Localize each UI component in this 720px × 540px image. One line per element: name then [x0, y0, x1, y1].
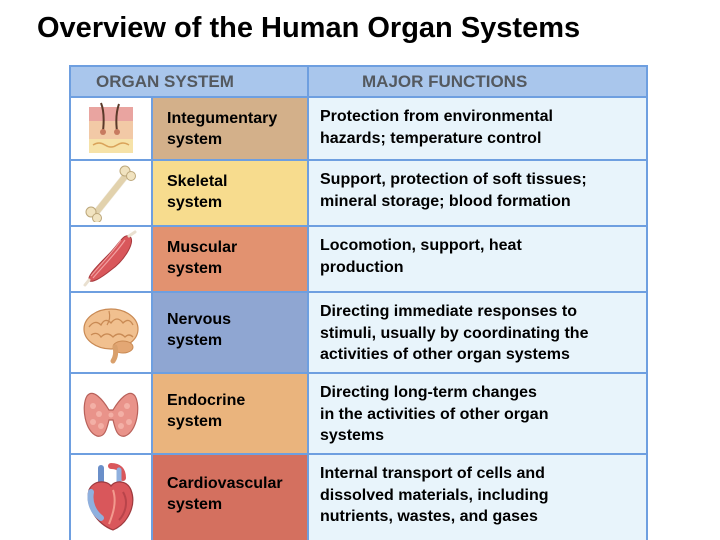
table-row: Nervous system Directing immediate respo… [69, 291, 648, 374]
system-name-cell: Muscular system [151, 225, 309, 293]
system-name: Integumentary system [167, 110, 278, 148]
table-header-row: ORGAN SYSTEM MAJOR FUNCTIONS [69, 65, 648, 98]
system-functions: Internal transport of cells and dissolve… [320, 465, 549, 525]
icon-cell [69, 225, 153, 293]
bone-icon [85, 165, 136, 222]
system-name-cell: Integumentary system [151, 96, 309, 161]
system-name-cell: Nervous system [151, 291, 309, 374]
system-functions: Directing long-term changes in the activ… [320, 384, 549, 444]
icon-cell [69, 372, 153, 455]
page-title: Overview of the Human Organ Systems [37, 12, 581, 44]
header-major-functions: MAJOR FUNCTIONS [307, 65, 648, 98]
system-name: Muscular system [167, 239, 238, 277]
brain-icon [83, 307, 139, 363]
heart-icon [87, 462, 134, 531]
table-row: Endocrine system Directing long-term cha… [69, 372, 648, 455]
system-functions: Protection from environmental hazards; t… [320, 108, 553, 147]
skin-icon [89, 102, 133, 153]
system-name-cell: Endocrine system [151, 372, 309, 455]
icon-cell [69, 291, 153, 374]
thyroid-icon [83, 392, 139, 437]
muscle-icon [83, 230, 137, 287]
table-row: Cardiovascular system Internal transport… [69, 453, 648, 540]
system-name: Endocrine system [167, 392, 246, 430]
icon-cell [69, 159, 153, 227]
functions-cell: Locomotion, support, heat production [307, 225, 648, 293]
functions-cell: Directing long-term changes in the activ… [307, 372, 648, 455]
system-functions: Directing immediate responses to stimuli… [320, 303, 589, 363]
functions-cell: Support, protection of soft tissues; min… [307, 159, 648, 227]
system-functions: Support, protection of soft tissues; min… [320, 171, 587, 210]
icon-cell [69, 96, 153, 161]
system-name: Skeletal system [167, 173, 228, 211]
functions-cell: Internal transport of cells and dissolve… [307, 453, 648, 540]
system-name-cell: Skeletal system [151, 159, 309, 227]
table-row: Skeletal system Support, protection of s… [69, 159, 648, 227]
icon-cell [69, 453, 153, 540]
table-row: Integumentary system Protection from env… [69, 96, 648, 161]
header-organ-system: ORGAN SYSTEM [69, 65, 309, 98]
functions-cell: Protection from environmental hazards; t… [307, 96, 648, 161]
organ-systems-table: ORGAN SYSTEM MAJOR FUNCTIONS [69, 65, 648, 540]
system-functions: Locomotion, support, heat production [320, 237, 522, 276]
system-name: Nervous system [167, 311, 232, 349]
system-name: Cardiovascular system [167, 475, 283, 513]
functions-cell: Directing immediate responses to stimuli… [307, 291, 648, 374]
table-row: Muscular system Locomotion, support, hea… [69, 225, 648, 293]
system-name-cell: Cardiovascular system [151, 453, 309, 540]
